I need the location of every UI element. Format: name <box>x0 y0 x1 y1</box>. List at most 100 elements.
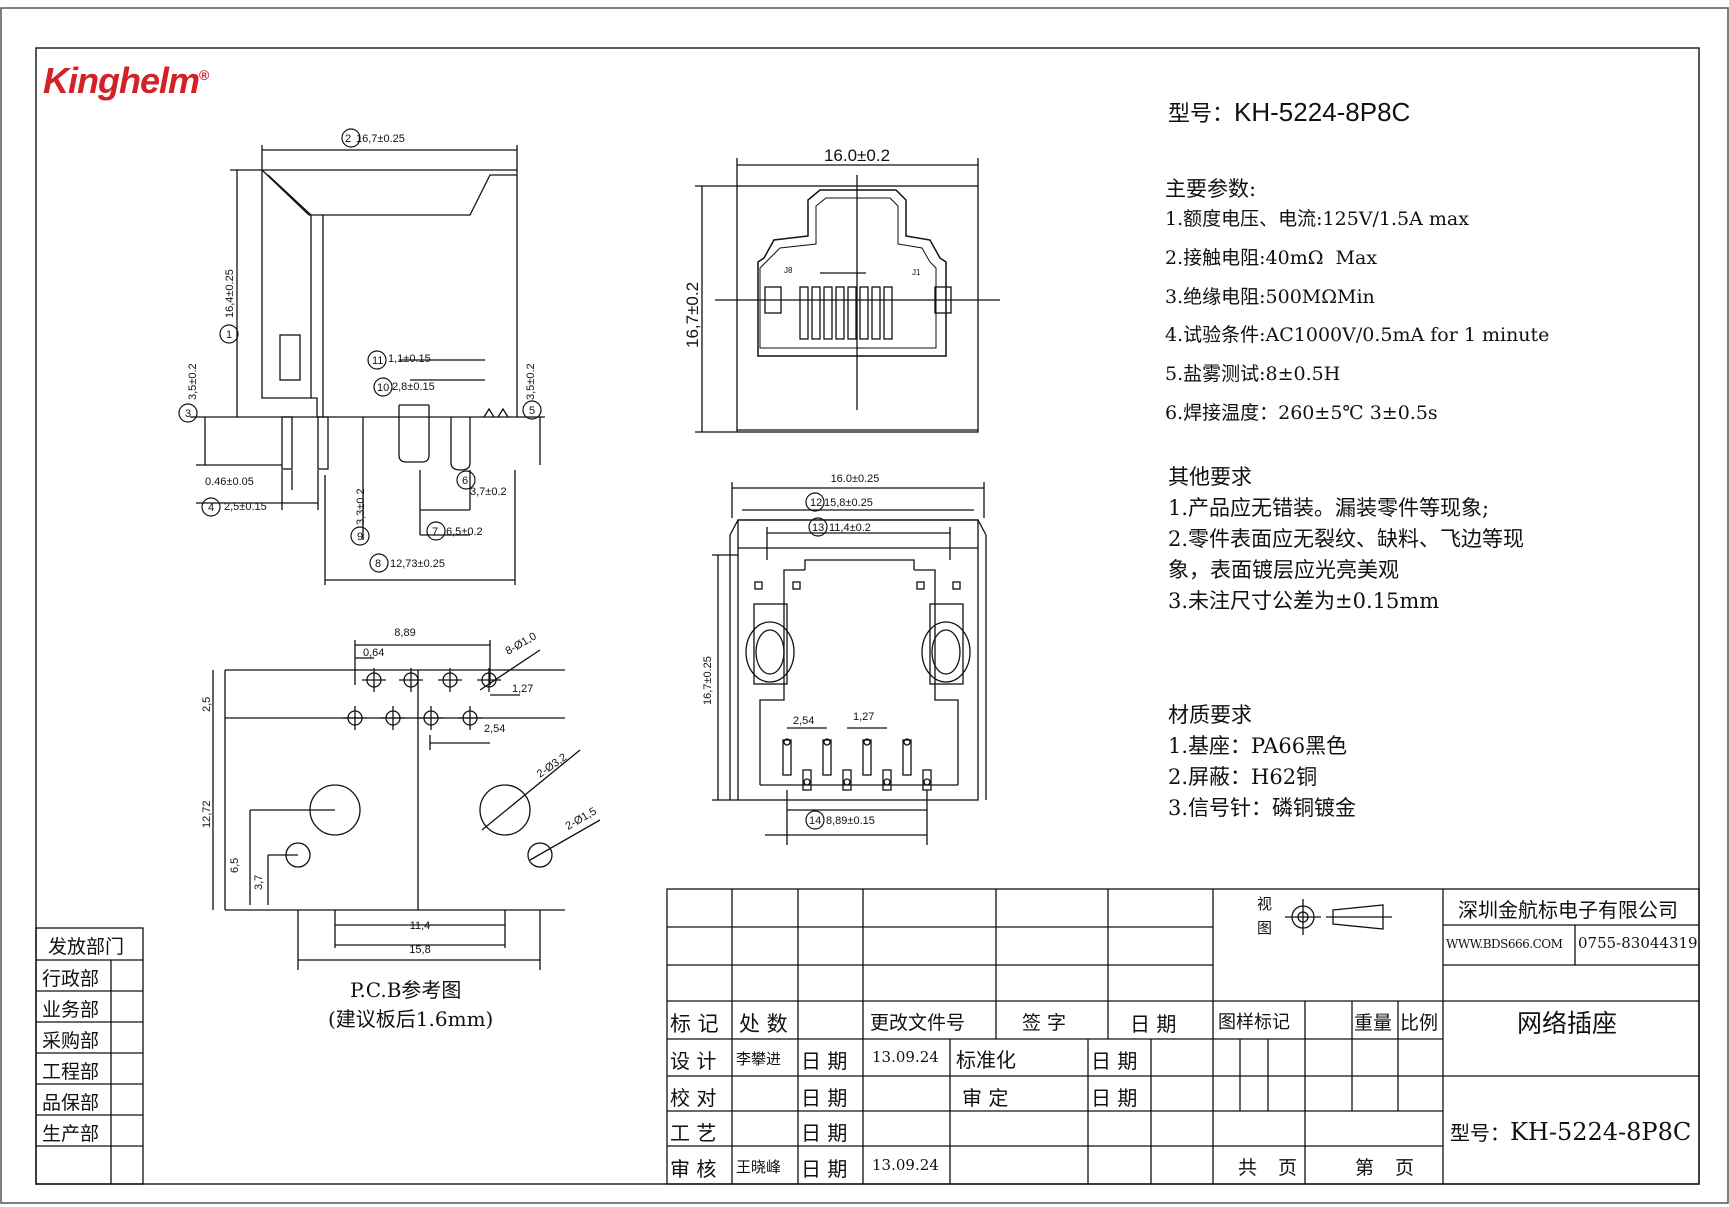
d13-label: 11,4±0.2 <box>829 522 871 534</box>
dept-quality: 品保部 <box>42 1092 100 1114</box>
tb-reviewer: 王晓峰 <box>736 1158 782 1176</box>
callout-3: 3 <box>185 408 191 420</box>
param-salt-spray: 5.盐雾测试:8±0.5H <box>1165 362 1341 385</box>
callout-10: 10 <box>377 382 389 394</box>
pin-width-label: 0.46±0.05 <box>205 476 254 488</box>
tb-model-value: KH-5224-8P8C <box>1510 1118 1692 1146</box>
model-heading-label: 型号： <box>1168 102 1235 127</box>
other-item-3: 3.未注尺寸公差为±0.15mm <box>1168 589 1440 613</box>
d7-label: 6,5±0.2 <box>446 526 483 538</box>
tb-design-date-label: 日 期 <box>801 1049 848 1073</box>
other-item-2: 2.零件表面应无裂纹、缺料、飞边等现 <box>1168 527 1525 551</box>
main-parameters: 主要参数: 1.额度电压、电流:125V/1.5A max 2.接触电阻:40m… <box>1165 175 1615 439</box>
d8-label: 12,73±0.25 <box>390 558 445 570</box>
bottom-pitch-1: 2,54 <box>793 715 814 727</box>
tb-std-date-label: 日 期 <box>1091 1049 1138 1073</box>
tb-scale: 比例 <box>1400 1012 1439 1034</box>
tb-design-label: 设 计 <box>670 1049 717 1073</box>
tb-drawing-mark: 图样标记 <box>1218 1012 1290 1033</box>
callout-5: 5 <box>529 405 535 417</box>
left-standoff-label: 3,5±0.2 <box>187 363 199 400</box>
pcb-layout <box>212 640 601 970</box>
param-contact-resistance: 2.接触电阻:40mΩ Max <box>1165 246 1378 269</box>
tb-total-label: 共 <box>1238 1157 1258 1179</box>
d14-label: 8,89±0.15 <box>826 815 875 827</box>
callout-13: 13 <box>812 522 824 534</box>
callout-7: 7 <box>432 526 438 538</box>
callout-8: 8 <box>375 558 381 570</box>
bottom-pins <box>782 738 932 791</box>
side-height-label: 16,4±0.25 <box>224 269 236 318</box>
title-block-lines <box>666 888 1700 1185</box>
department-table-lines <box>35 927 144 1185</box>
side-width-label: 16,7±0.25 <box>356 133 405 145</box>
material-item-1: 1.基座：PA66黑色 <box>1168 734 1348 758</box>
pcb-254-label: 2,54 <box>484 723 505 735</box>
tb-review-label: 审 核 <box>670 1157 717 1181</box>
callout-9: 9 <box>357 531 363 543</box>
right-standoff-label: 3,5±0.2 <box>525 363 537 400</box>
tb-check-date-label: 日 期 <box>801 1086 848 1110</box>
tb-company: 深圳金航标电子有限公司 <box>1458 898 1678 922</box>
tb-view-label-top: 视 <box>1257 895 1273 913</box>
pcb-holes <box>285 649 601 868</box>
material-item-2: 2.屏蔽：H62铜 <box>1168 765 1318 789</box>
tb-review-date: 13.09.24 <box>872 1156 939 1174</box>
j8-label: J8 <box>784 266 793 275</box>
callout-14: 14 <box>809 815 821 827</box>
tb-model: 型号：KH-5224-8P8C <box>1450 1117 1691 1146</box>
tb-total-page-label: 页 <box>1278 1157 1298 1179</box>
callout-2: 2 <box>345 133 351 145</box>
pcb-holes32-label: 2-Ø3,2 <box>535 751 569 780</box>
other-requirements: 其他要求 1.产品应无错装。漏装零件等现象; 2.零件表面应无裂纹、缺料、飞边等… <box>1168 462 1608 617</box>
tb-check-label: 校 对 <box>670 1086 717 1110</box>
pcb-37-label: 3,7 <box>253 875 265 890</box>
pcb-holes15-label: 2-Ø1,5 <box>564 805 599 832</box>
tb-col-mark: 标 记 <box>670 1012 719 1036</box>
pcb-25-label: 2,5 <box>201 697 213 712</box>
d6-label: 3,7±0.2 <box>470 486 507 498</box>
model-heading: 型号：KH-5224-8P8C <box>1168 96 1410 128</box>
callout-4: 4 <box>208 502 214 514</box>
tb-col-sign: 签 字 <box>1022 1012 1067 1034</box>
pcb-title: P.C.B参考图 <box>350 978 462 1002</box>
tb-approve-label: 审 定 <box>962 1086 1009 1110</box>
main-parameters-title: 主要参数: <box>1165 177 1257 201</box>
d12-label: 15,8±0.25 <box>824 497 873 509</box>
param-rated: 1.额度电压、电流:125V/1.5A max <box>1165 208 1469 231</box>
dimension-labels: 16,7±0.25 2 16,4±0.25 1 3,5±0.2 3 3,5±0.… <box>185 133 921 956</box>
pcb-127-label: 1,27 <box>512 683 533 695</box>
other-item-1: 1.产品应无错装。漏装零件等现象; <box>1168 496 1490 520</box>
outer-border <box>0 7 1729 1204</box>
pcb-subtitle: (建议板后1.6mm) <box>328 1007 494 1031</box>
tb-design-date: 13.09.24 <box>872 1048 939 1066</box>
tb-col-count: 处 数 <box>739 1012 788 1036</box>
other-item-2-cont: 象，表面镀层应光亮美观 <box>1168 558 1399 582</box>
bottom-pitch-2: 1,27 <box>853 711 874 723</box>
tb-col-doc: 更改文件号 <box>870 1012 966 1034</box>
other-requirements-title: 其他要求 <box>1168 465 1252 489</box>
bottom-width-label: 16.0±0.25 <box>831 473 880 485</box>
callout-6: 6 <box>462 475 468 487</box>
tb-process-date-label: 日 期 <box>801 1121 848 1145</box>
tb-model-label: 型号： <box>1450 1121 1510 1145</box>
logo-registered-mark: ® <box>199 67 209 83</box>
callout-11: 11 <box>372 355 383 367</box>
model-heading-value: KH-5224-8P8C <box>1234 97 1411 127</box>
pin-pitch-label: 2,5±0.15 <box>224 501 267 513</box>
tb-nth-page-label: 页 <box>1395 1157 1415 1179</box>
d10-label: 2,8±0.15 <box>392 381 435 393</box>
tb-phone: 0755-83044319 <box>1578 934 1698 952</box>
pcb-158-label: 15,8 <box>409 944 430 956</box>
material-requirements: 材质要求 1.基座：PA66黑色 2.屏蔽：H62铜 3.信号针：磷铜镀金 <box>1168 700 1588 824</box>
param-insulation: 3.绝缘电阻:500MΩMin <box>1165 285 1375 308</box>
tb-view-label-bottom: 图 <box>1257 919 1273 937</box>
pcb-holes8-label: 8-Ø1,0 <box>504 630 539 657</box>
dept-engineering: 工程部 <box>42 1061 100 1083</box>
callout-12: 12 <box>810 497 822 509</box>
tb-process-label: 工 艺 <box>670 1121 717 1145</box>
departments-title: 发放部门 <box>48 936 125 958</box>
tb-designer: 李攀进 <box>736 1050 782 1068</box>
callout-circles <box>178 128 828 830</box>
